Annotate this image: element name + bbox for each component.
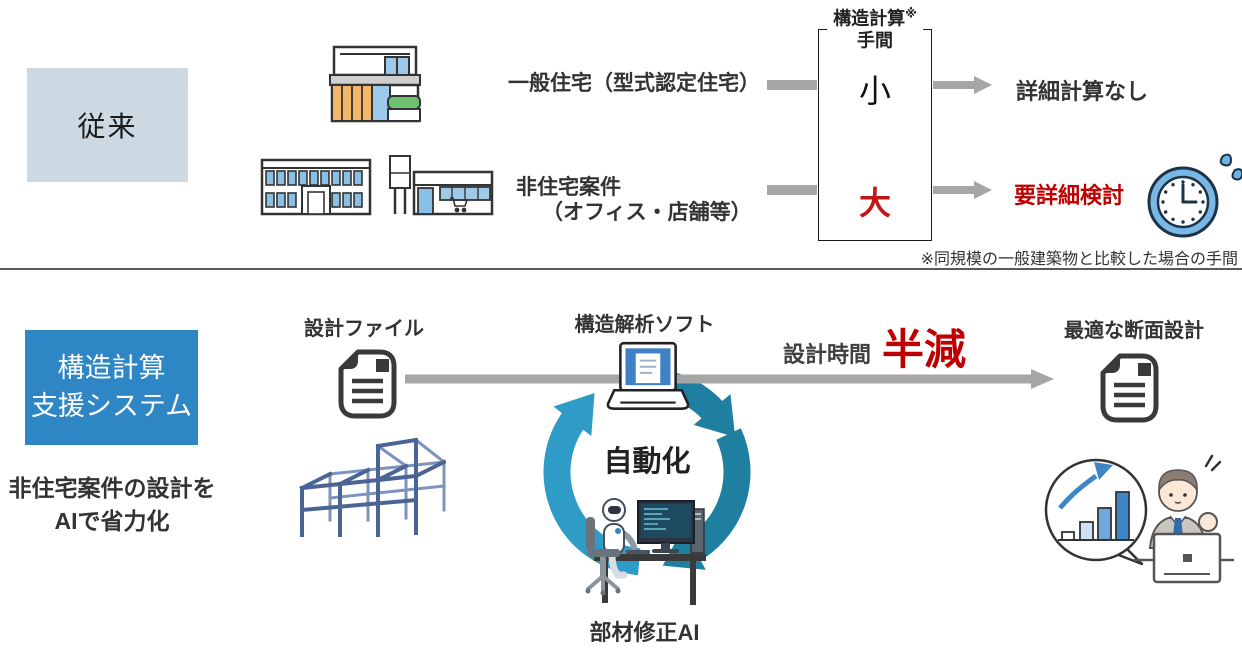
effort-large-value: 大 [858,185,891,221]
input-file-label: 設計ファイル [304,318,424,340]
house-icon [329,45,421,123]
effort-box: 構造計算※ 手間 小 大 [818,6,932,241]
legacy-section-label: 従来 [77,111,138,142]
row1-arrow-icon [933,76,992,94]
output-document-icon [1100,353,1159,423]
office-and-store-icon [260,155,494,216]
ai-label: 部材修正AI [589,620,700,645]
effort-box-header: 構造計算※ 手間 [827,6,923,52]
row2-result: 要詳細検討 [1014,183,1125,208]
laptop-icon [606,341,690,410]
row2-flow-bar [767,185,817,195]
steel-frame-icon [299,438,446,537]
system-description-line1: 非住宅案件の設計を [8,475,216,501]
system-description: 非住宅案件の設計を AIで省力化 [6,472,218,539]
effort-small-value: 小 [858,73,891,109]
row2-label-line1: 非住宅案件 [516,176,621,199]
section-divider [0,268,1242,270]
output-label: 最適な断面設計 [1064,320,1204,342]
row2-label: 非住宅案件 （オフィス・店舗等） [516,176,752,226]
design-time-label: 設計時間 [783,342,872,367]
row1-result: 詳細計算なし [1016,79,1149,104]
effort-box-note-mark: ※ [905,6,917,21]
legacy-section-label-box: 従来 [27,68,188,182]
effort-box-title: 構造計算 [833,8,906,29]
design-time-value: 半減 [882,326,967,373]
system-label-line1: 構造計算 [57,352,166,383]
system-label-line2: 支援システム [30,390,193,421]
designer-with-chart-icon [1044,454,1234,584]
software-label: 構造解析ソフト [574,314,715,336]
clock-icon [1147,153,1242,238]
automation-label: 自動化 [603,446,691,478]
effort-box-subtitle: 手間 [856,30,893,51]
row1-label: 一般住宅（型式認定住宅） [508,72,760,95]
row2-arrow-icon [933,181,992,199]
system-description-line2: AIで省力化 [54,508,170,535]
input-document-icon [338,349,397,419]
row1-flow-bar [767,80,817,90]
footnote: ※同規模の一般建築物と比較した場合の手間 [920,251,1238,268]
robot-at-desk-icon [585,498,706,605]
system-section-label-box: 構造計算 支援システム [25,330,198,445]
main-flow-arrow-icon [405,369,1054,389]
row2-label-line2: （オフィス・店舗等） [542,200,752,224]
cart-glyph [450,197,469,213]
